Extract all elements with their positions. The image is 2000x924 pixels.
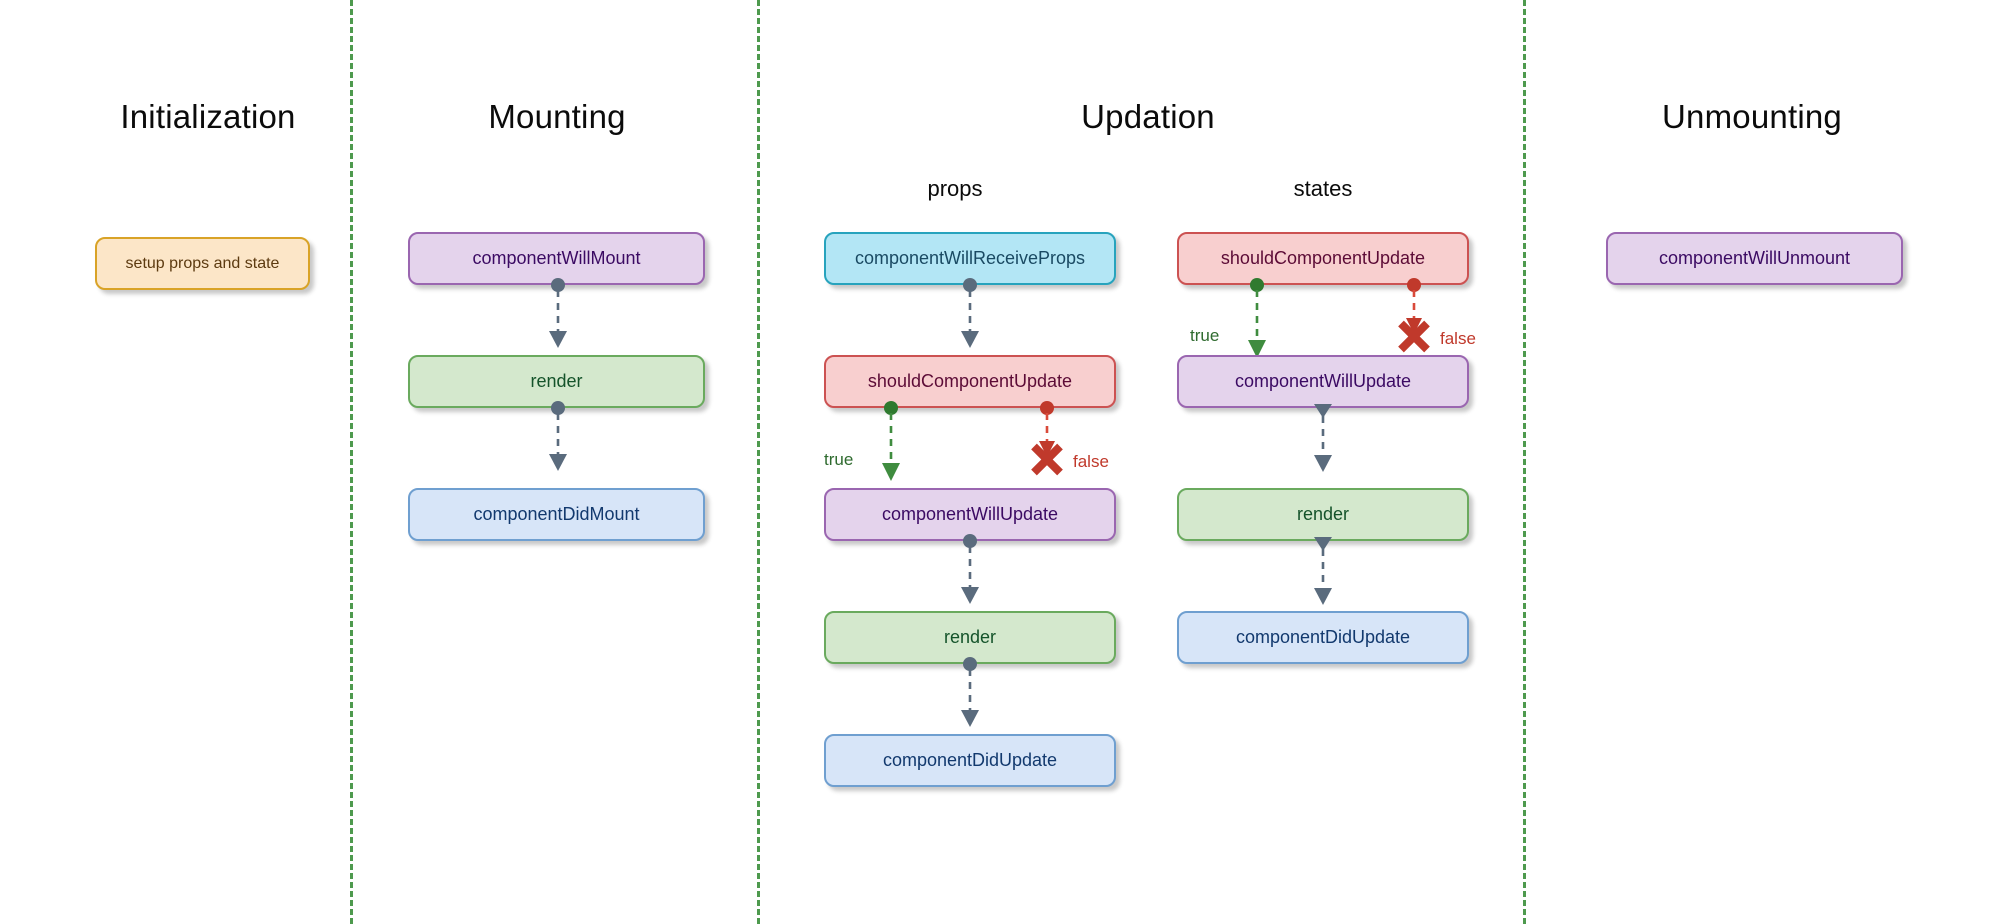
node-component-will-unmount[interactable]: componentWillUnmount [1606,232,1903,285]
divider-initialization-mounting [350,0,353,924]
node-component-did-update-props[interactable]: componentDidUpdate [824,734,1116,787]
divider-mounting-updation [757,0,760,924]
node-should-component-update-states[interactable]: shouldComponentUpdate [1177,232,1469,285]
subgroup-title-states: states [1293,176,1353,201]
node-component-will-receive-props[interactable]: componentWillReceiveProps [824,232,1116,285]
connector-render-to-did-mount [540,401,576,477]
connector-should-update-states-true [1243,278,1271,364]
subgroup-title-props: props [927,176,983,201]
node-render-states[interactable]: render [1177,488,1469,541]
node-should-component-update-props[interactable]: shouldComponentUpdate [824,355,1116,408]
phase-title-mounting: Mounting [488,98,626,135]
node-render-props[interactable]: render [824,611,1116,664]
branch-label-false-props: false [1073,452,1109,471]
branch-label-true-props: true [824,450,854,469]
cross-icon-false-props [1027,440,1067,485]
phase-title-unmounting: Unmounting [1662,98,1842,135]
connector-should-update-states-false [1400,278,1428,340]
node-component-will-update-props[interactable]: componentWillUpdate [824,488,1116,541]
node-component-will-mount[interactable]: componentWillMount [408,232,705,285]
connector-render-props-to-did-update [952,657,988,733]
branch-label-false-states: false [1440,329,1476,348]
connector-will-update-props-to-render [952,534,988,610]
connector-will-mount-to-render [540,278,576,354]
node-component-did-update-states[interactable]: componentDidUpdate [1177,611,1469,664]
node-component-did-mount[interactable]: componentDidMount [408,488,705,541]
phase-title-updation: Updation [1081,98,1215,135]
connector-will-update-states-to-render [1305,404,1341,478]
divider-updation-unmounting [1523,0,1526,924]
connector-should-update-props-true [877,401,905,487]
connector-receive-props-to-should-update [952,278,988,354]
node-component-will-update-states[interactable]: componentWillUpdate [1177,355,1469,408]
node-render-mounting[interactable]: render [408,355,705,408]
connector-render-states-to-did-update [1305,537,1341,611]
phase-title-initialization: Initialization [120,98,296,135]
node-setup-props-and-state[interactable]: setup props and state [95,237,310,290]
branch-label-true-states: true [1190,326,1220,345]
connector-should-update-props-false [1033,401,1061,463]
